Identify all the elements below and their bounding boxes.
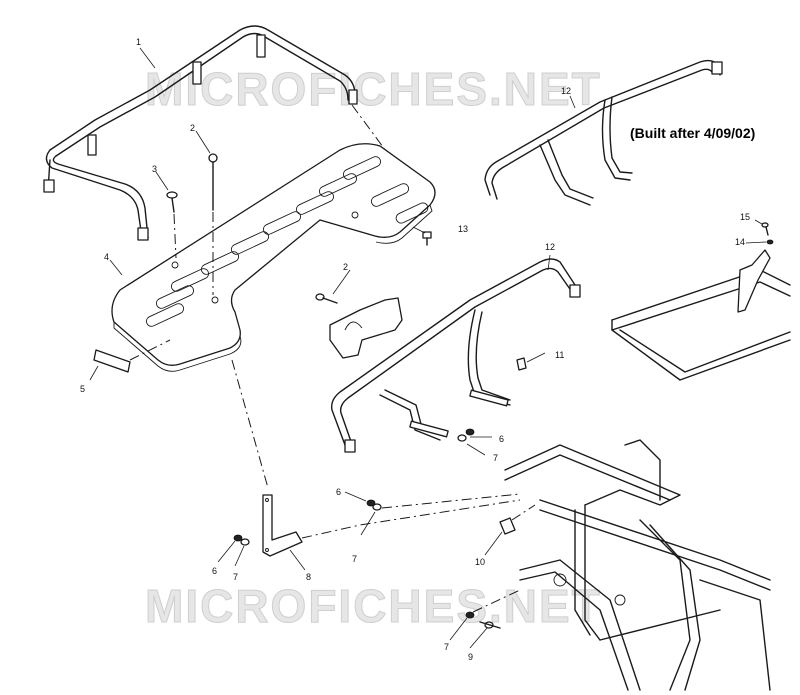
mount-bracket [329,297,403,359]
callout-2-lower: 2 [343,262,348,272]
watermark-bottom: MICROFICHES.NET [145,580,602,632]
callout-2-upper: 2 [190,123,195,133]
dash-bracket-to-frame [301,499,521,539]
built-after-note: (Built after 4/09/02) [630,125,755,141]
callout-12-lower: 12 [545,242,555,252]
callout-6-rail: 6 [499,434,504,444]
bracket-part-8 [262,494,303,557]
clip-part-11 [516,357,527,371]
callout-11: 11 [555,350,564,360]
washer-part-14 [766,239,774,245]
bolt-part-2 [208,153,218,211]
callout-5: 5 [80,384,85,394]
callout-1: 1 [136,37,141,47]
dash-plate-to-bracket [231,359,269,489]
side-frame [611,249,791,381]
dash-bolt-3 [173,213,177,259]
nut-washer-middle [366,499,382,511]
dash-nut-to-frame [381,493,521,509]
callout-15: 15 [740,212,750,222]
bolt-part-9 [479,621,501,629]
callout-7-left: 7 [233,572,238,582]
callout-7-lower: 7 [444,642,449,652]
bolt-part-13 [422,231,432,246]
main-frame [504,439,771,691]
bolt-part-15 [761,222,769,236]
callout-12-upper: 12 [561,86,571,96]
rack-tube-part-1 [43,25,358,241]
watermark-top: MICROFICHES.NET [145,63,602,115]
callout-13: 13 [458,224,468,234]
bolt-part-2-lower [315,293,338,304]
callout-6-left: 6 [212,566,217,576]
reflector-part-5 [93,339,171,373]
nut-washer-left [233,534,250,546]
rack-rail-part-12-upper [484,59,723,206]
bolt-part-3 [166,191,178,213]
callout-8: 8 [306,572,311,582]
spacer-part-10 [499,504,536,535]
rack-plate-part-4 [111,143,436,372]
callout-4: 4 [104,252,109,262]
callout-6-middle: 6 [336,487,341,497]
callout-3: 3 [152,164,157,174]
dash-lower-bolt [472,589,521,613]
washer-part-7-lower [465,611,475,619]
leader-lines [89,47,767,649]
nut-washer-rail [457,428,475,442]
callout-9: 9 [468,652,473,662]
callout-14: 14 [735,237,745,247]
callout-7-rail: 7 [493,453,498,463]
callout-7-middle: 7 [352,554,357,564]
callout-10: 10 [475,557,485,567]
rack-rail-part-12-lower [330,258,581,453]
